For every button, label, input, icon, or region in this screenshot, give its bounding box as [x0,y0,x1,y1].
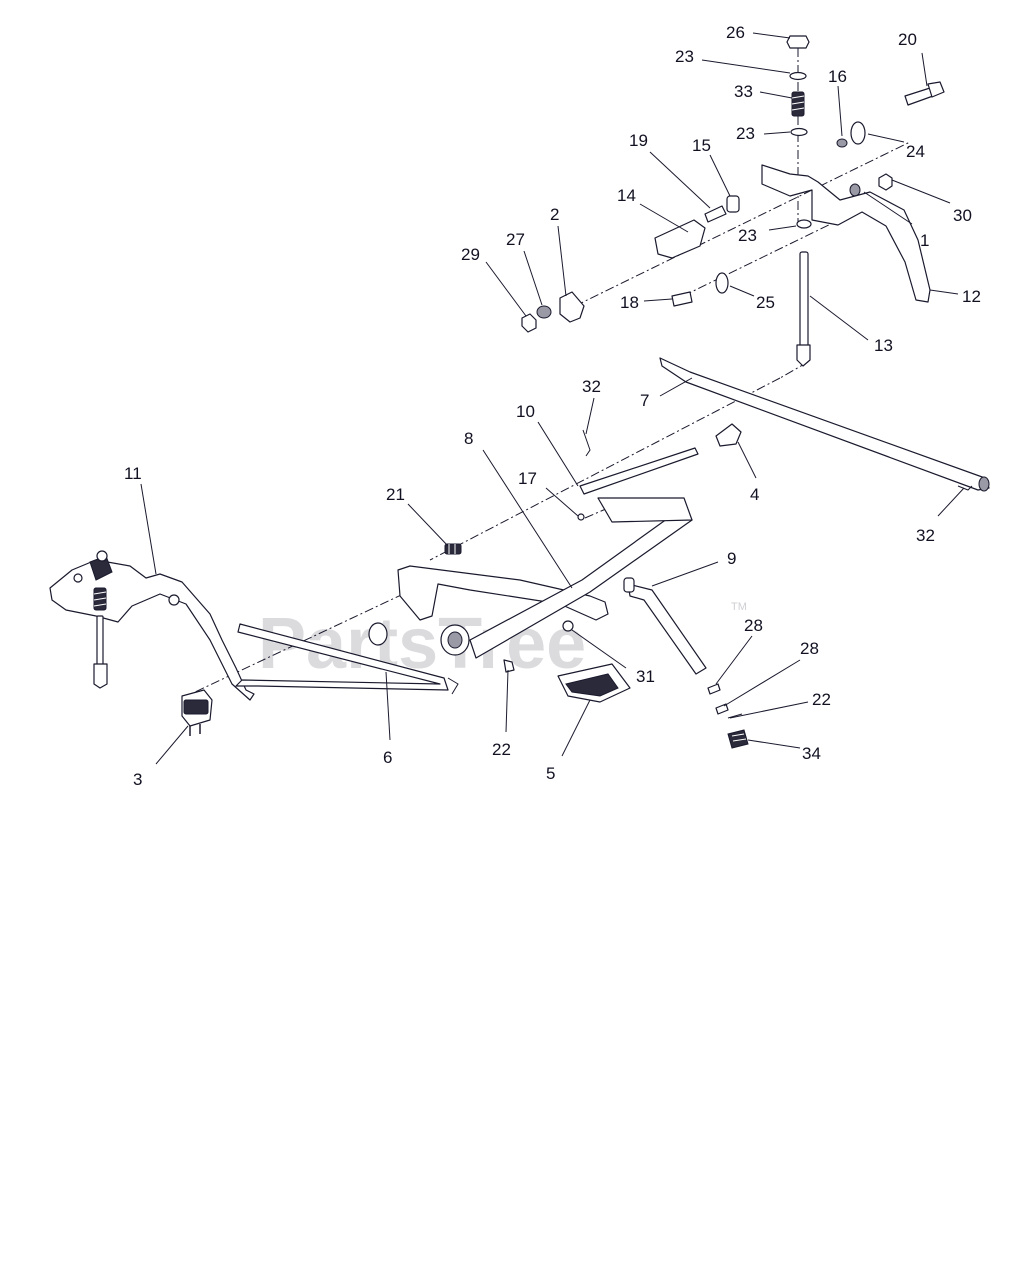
control-rod-7 [659,357,990,492]
spring-33 [791,91,805,117]
spacer-27 [536,305,552,319]
washer-23-middle [790,127,808,137]
callout-label: 18 [620,293,639,312]
bracket-assembly-11 [49,550,255,701]
washer-23-top [789,71,807,81]
pivot-plate-14 [654,219,706,259]
pin-28-lower [715,703,729,715]
callout-label: 4 [750,485,759,504]
callout-label: 20 [898,30,917,49]
callout-label: 28 [744,616,763,635]
bushing-15 [726,195,740,213]
flange-nut-26 [786,35,810,49]
callout-label: 30 [953,206,972,225]
washer-24 [850,121,866,145]
callout-label: 33 [734,82,753,101]
callout-label: 12 [962,287,981,306]
callout-label: 10 [516,402,535,421]
callout-label: 14 [617,186,636,205]
lever-arm-2 [559,291,585,323]
watermark-trademark: TM [731,601,747,613]
callout-label: 22 [812,690,831,709]
callout-label: 25 [756,293,775,312]
washer-25 [715,272,729,294]
nut-30 [878,173,893,191]
callout-label: 27 [506,230,525,249]
callout-label: 32 [916,526,935,545]
pivot-shaft-8 [368,497,693,659]
callout-label: 11 [124,464,142,483]
callout-label: 26 [726,23,745,42]
callout-label: 32 [582,377,601,396]
callout-label: 23 [738,226,757,245]
centerline-rod-link [429,377,781,561]
callout-label: 3 [133,770,142,789]
callout-label: 9 [727,549,736,568]
callout-label: 29 [461,245,480,264]
extension-spring-left [93,587,107,611]
callout-leaders [140,32,965,765]
pin-28-upper [707,683,721,695]
shaft-9 [623,577,707,675]
callout-label: 24 [906,142,925,161]
cotter-pin-32-right [957,485,973,491]
callout-label: 5 [546,764,555,783]
callout-label: 21 [386,485,405,504]
centerline-clip-17 [584,504,616,519]
spring-21 [444,543,462,555]
rod-end-4 [715,423,742,447]
spring-34 [727,729,749,749]
callout-label: 8 [464,429,473,448]
callout-label: 31 [636,667,655,686]
cotter-pin-32-upper [582,429,591,457]
callout-label: 15 [692,136,711,155]
bushing-1 [849,183,861,197]
safety-switch-3 [181,689,213,736]
washer-31 [562,620,574,632]
callout-label: 16 [828,67,847,86]
hanging-rod [93,615,108,689]
shoulder-bolt-19 [704,205,727,223]
centerline-pivot-axis [574,141,911,307]
callout-label: 17 [518,469,537,488]
pedal-pad-5 [557,663,631,703]
callout-label: 6 [383,748,392,767]
bolt-18 [671,291,693,307]
adjustment-rod-13 [796,251,811,367]
callout-label: 34 [802,744,821,763]
callout-label: 23 [675,47,694,66]
e-clip-22-center [503,659,515,673]
callout-label: 7 [640,391,649,410]
callout-label: 23 [736,124,755,143]
nut-29 [521,313,537,333]
brake-rod-6 [235,623,459,695]
callout-label: 1 [920,231,929,250]
mounting-bracket-12 [761,164,931,303]
link-rod-10 [579,447,699,495]
callout-labels: 26 20 23 33 16 23 24 19 15 30 14 23 1 2 … [124,23,981,789]
callout-label: 2 [550,205,559,224]
callout-label: 28 [800,639,819,658]
hair-clip-17 [577,513,585,521]
callout-label: 13 [874,336,893,355]
bushing-16 [836,138,848,148]
callout-label: 19 [629,131,648,150]
callout-label: 22 [492,740,511,759]
bolt-20 [904,81,945,106]
e-clip-22-right [727,713,743,719]
washer-23-lower [796,219,812,229]
